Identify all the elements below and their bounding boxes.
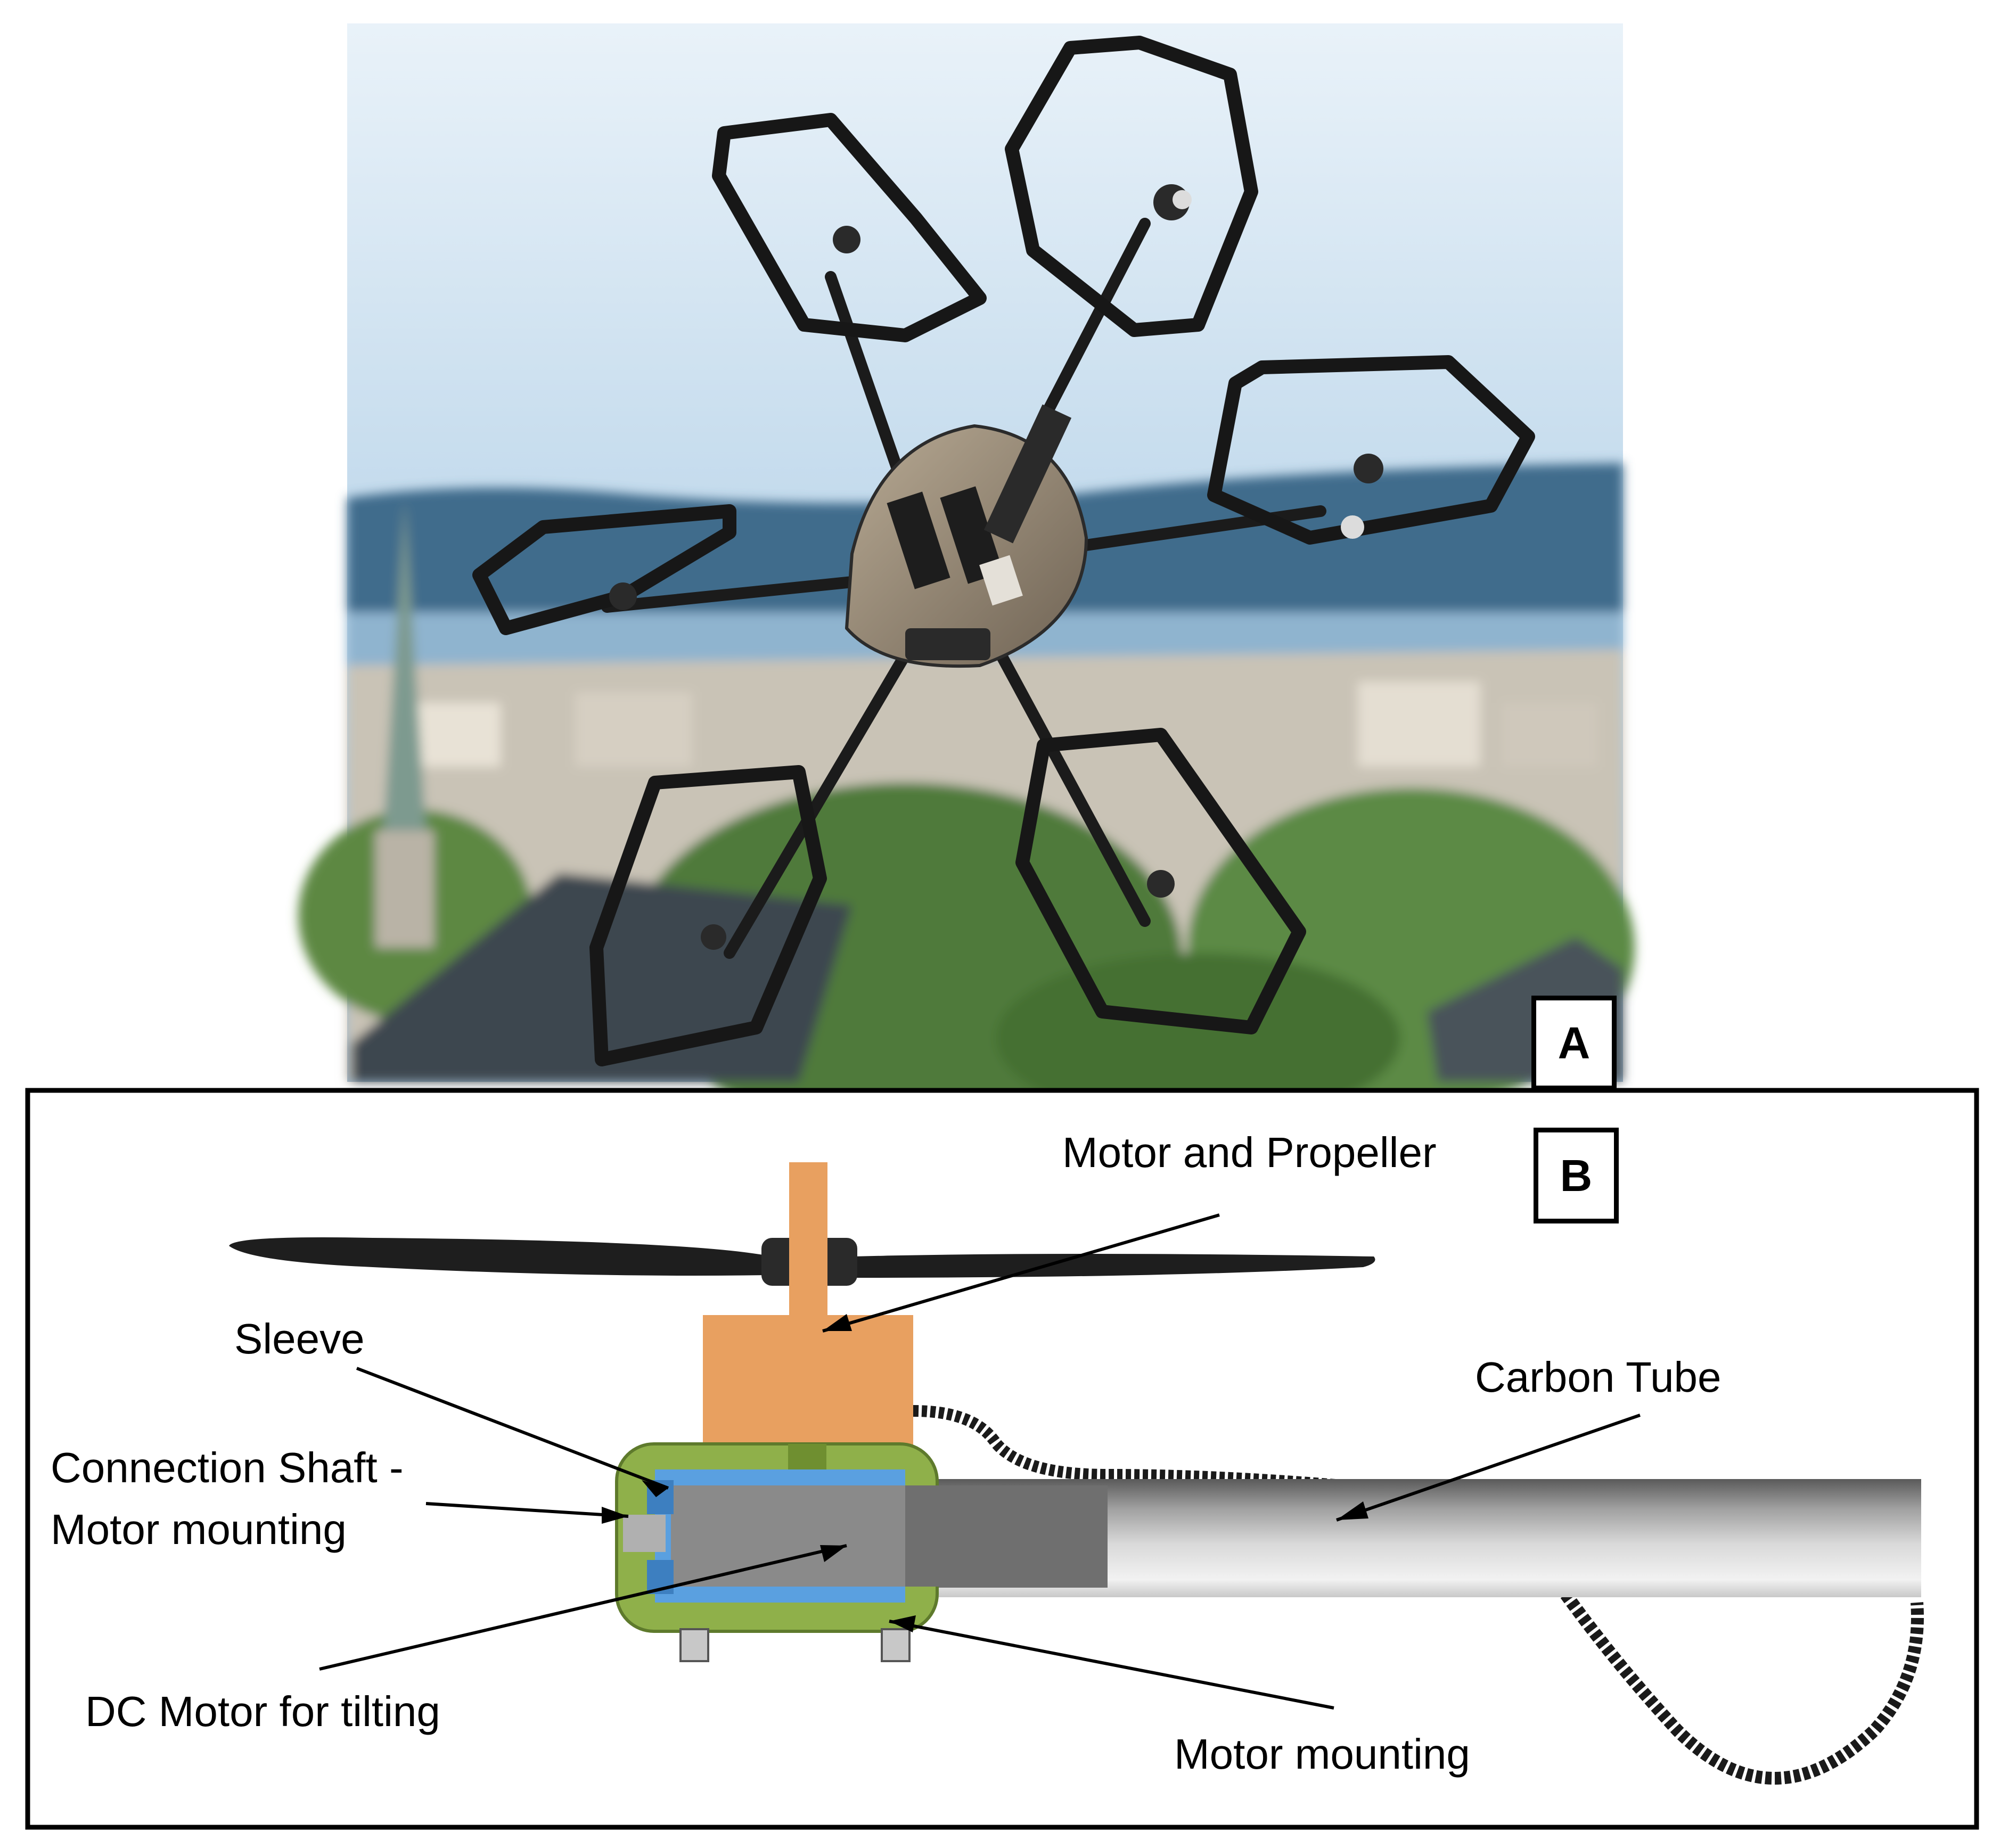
motor-mounting-housing — [615, 1442, 1108, 1662]
propeller — [229, 1237, 1375, 1286]
arrowheads — [602, 1314, 1368, 1632]
callout-motor-and-propeller: Motor and Propeller — [1062, 1129, 1437, 1176]
panel-b — [25, 1088, 1979, 1830]
motor-cable — [913, 1405, 1342, 1491]
tail-cable — [1555, 1583, 1924, 1785]
drone-photo — [298, 23, 1635, 1134]
callout-connection-shaft-line1: Connection Shaft - — [51, 1444, 404, 1491]
leader-lines — [319, 1213, 1641, 1710]
panel-label-b: B — [1534, 1128, 1619, 1223]
hexacopter-drone — [472, 36, 1535, 1066]
callout-dc-motor: DC Motor for tilting — [85, 1688, 440, 1735]
panel-label-a: A — [1531, 996, 1617, 1090]
callout-connection-shaft-line2: Motor mounting — [51, 1506, 347, 1553]
callout-sleeve: Sleeve — [234, 1315, 365, 1362]
callout-carbon-tube: Carbon Tube — [1475, 1353, 1722, 1401]
callout-motor-mounting: Motor mounting — [1174, 1730, 1470, 1778]
motor — [703, 1162, 913, 1458]
